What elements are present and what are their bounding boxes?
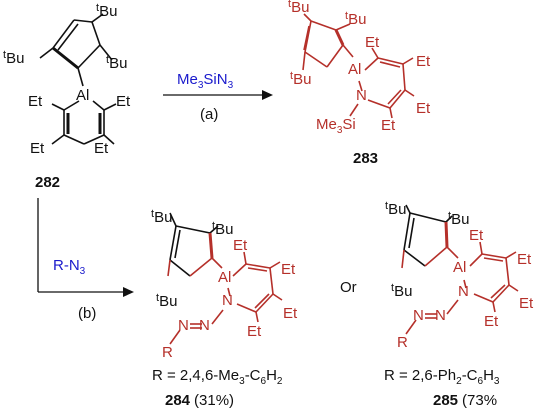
tbu-label: tBu <box>156 292 177 310</box>
tbu-label: tBu <box>106 54 127 72</box>
step-b: (b) <box>78 305 96 322</box>
et-label: Et <box>233 237 248 254</box>
tbu-label: tBu <box>345 10 366 28</box>
compound-number: 283 <box>353 150 378 167</box>
et-label: Et <box>469 227 484 244</box>
et-label: Et <box>281 261 296 278</box>
compound-285 <box>401 204 519 335</box>
et-label: Et <box>247 323 262 340</box>
arrow-head <box>262 90 273 100</box>
et-label: Et <box>365 34 380 51</box>
substituent-caption-284: R = 2,4,6-Me3-C6H2 <box>152 367 283 387</box>
reagent-a: Me3SiN3 <box>177 71 234 91</box>
me3si-label: Me3Si <box>316 116 356 136</box>
reaction-arrows <box>37 94 265 293</box>
tbu-label: tBu <box>151 208 172 226</box>
n-label: N <box>222 292 233 309</box>
et-label: Et <box>30 140 45 157</box>
compound-283 <box>302 13 415 119</box>
al-label: Al <box>76 87 89 104</box>
reagent-b: R-N3 <box>53 257 86 277</box>
n-label: N <box>458 283 469 300</box>
tbu-label: tBu <box>96 2 117 20</box>
et-label: Et <box>283 305 298 322</box>
et-label: Et <box>416 53 431 70</box>
tbu-label: tBu <box>288 0 309 16</box>
et-label: Et <box>484 313 499 330</box>
yield-285: 285(73% <box>433 392 497 409</box>
al-label: Al <box>348 61 361 78</box>
compound-283-labels: tBu tBu tBu Al N Et Et Et Et Me3Si 283 <box>288 0 431 167</box>
al-label: Al <box>453 259 466 276</box>
et-label: Et <box>517 251 532 268</box>
tbu-label: tBu <box>3 49 24 67</box>
n-label: N <box>356 87 367 104</box>
yield-284: 284(31%) <box>165 392 234 409</box>
n-label: N <box>199 317 210 334</box>
r-label: R <box>397 334 408 351</box>
tbu-label: tBu <box>212 220 233 238</box>
step-a: (a) <box>200 106 218 123</box>
compound-282 <box>39 13 117 145</box>
et-label: Et <box>519 295 534 312</box>
or-label: Or <box>340 279 357 296</box>
et-label: Et <box>28 93 43 110</box>
et-label: Et <box>381 117 396 134</box>
tbu-label: tBu <box>448 210 469 228</box>
et-label: Et <box>94 140 109 157</box>
n-label: N <box>435 307 446 324</box>
substituent-caption-285: R = 2,6-Ph2-C6H3 <box>384 367 500 387</box>
tbu-label: tBu <box>391 282 412 300</box>
tbu-label: tBu <box>385 200 406 218</box>
et-label: Et <box>416 100 431 117</box>
tbu-label: tBu <box>290 70 311 88</box>
al-label: Al <box>218 269 231 286</box>
compound-282-labels: tBu tBu tBu Al Et Et Et Et 282 <box>3 2 131 191</box>
compound-285-labels: tBu tBu tBu Al N N N R Et Et Et Et <box>385 200 534 351</box>
arrow-head <box>123 287 134 297</box>
compound-284 <box>167 212 283 345</box>
compound-284-labels: tBu tBu tBu Al N N N R Et Et Et Et <box>151 208 298 361</box>
et-label: Et <box>116 93 131 110</box>
compound-number: 282 <box>35 174 60 191</box>
n-label: N <box>413 307 424 324</box>
r-label: R <box>162 344 173 361</box>
n-label: N <box>178 317 189 334</box>
